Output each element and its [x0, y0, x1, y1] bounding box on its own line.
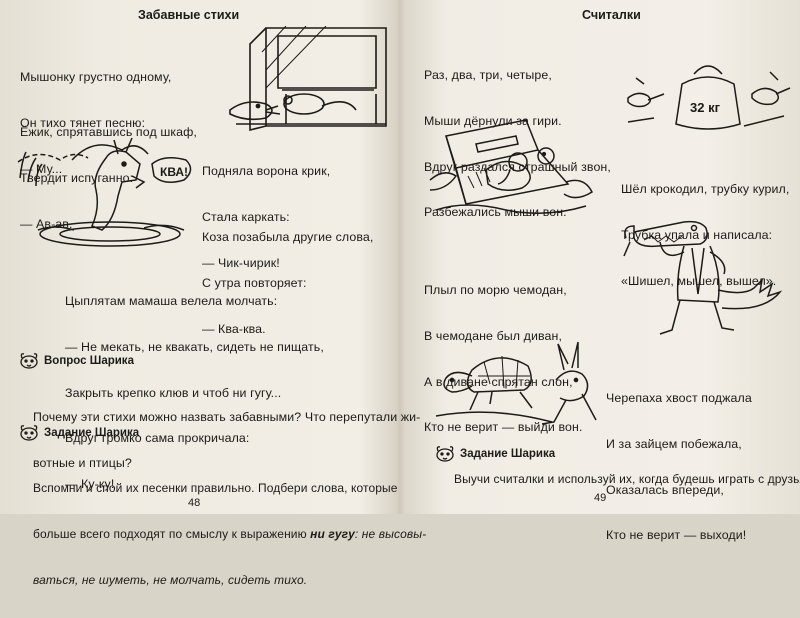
poem-mouse: Мышонку грустно одному, Он тихо тянет пе…: [20, 40, 171, 207]
page-heading: Считалки: [582, 8, 641, 22]
poem-line: Твердит испуганно:: [20, 171, 134, 186]
poem-line: Плыл по морю чемодан,: [424, 283, 567, 298]
poem-line: Кто не верит — выйди вон.: [424, 420, 583, 435]
poem-line: Коза позабыла другие слова,: [202, 230, 374, 245]
poem-line: Вдруг раздался страшный звон,: [424, 159, 611, 174]
task-line: больше всего подходят по смыслу к выраже…: [33, 527, 426, 542]
poem-line: С утра повторяет:: [202, 276, 307, 291]
poem-line: Вдруг громко сама прокричала:: [65, 431, 250, 446]
poem-chicks: Цыплятам мамаша велела молчать: — Не мек…: [65, 264, 324, 522]
page-number: 49: [594, 492, 607, 504]
poem-line: — Ква-ква.: [202, 321, 266, 336]
question-line: вотные и птицы?: [33, 456, 132, 471]
poem-line: Черепаха хвост поджала: [606, 391, 752, 406]
book-spread: Забавные стихи Мышонку грустно одному, О…: [0, 0, 800, 587]
poem-line: — Не мекать, не квакать, сидеть не пищат…: [65, 340, 324, 355]
page-number: 48: [188, 497, 201, 509]
right-page: Считалки Раз, два, три, четыре, Мыши дёр…: [402, 0, 800, 542]
poem-crocodile: Шёл крокодил, трубку курил, Трубка упала…: [621, 152, 789, 319]
poem-turtle: Черепаха хвост поджала И за зайцем побеж…: [606, 361, 752, 574]
goat-in-pond-illustration: КВА!: [17, 137, 192, 247]
task-title: Задание Шарика: [460, 448, 556, 460]
poem-goat: Коза позабыла другие слова, С утра повто…: [202, 200, 373, 367]
poem-line: — Чик-чирик!: [202, 255, 280, 270]
poem-line: Оказалась впереди,: [606, 482, 724, 497]
poem-crow: Подняла ворона крик, Стала каркать: — Чи…: [202, 134, 330, 301]
left-page: Забавные стихи Мышонку грустно одному, О…: [0, 0, 426, 587]
poem-line: Шёл крокодил, трубку курил,: [621, 182, 790, 197]
weight-label: 32 кг: [690, 100, 721, 115]
page-heading: Забавные стихи: [138, 8, 240, 22]
highlighted-phrase: ни гугу: [310, 527, 355, 542]
task-title: Задание Шарика: [44, 427, 140, 439]
poem-line: «Шишел, мышел, вышел».: [621, 273, 777, 288]
poem-line: Цыплятам мамаша велела молчать:: [65, 294, 278, 309]
dog-head-icon: [20, 353, 38, 369]
speech-bubble-text: КВА!: [160, 165, 188, 179]
poem-line: Кто не верит — выходи!: [606, 528, 747, 543]
poem-line: В чемодане был диван,: [424, 329, 563, 344]
poem-line: Трубка упала и написала:: [621, 228, 773, 243]
task-text-part: больше всего подходят по смыслу к выраже…: [33, 527, 311, 542]
task-text-part: : не высовы-: [354, 527, 427, 542]
poem-line: И за зайцем побежала,: [606, 437, 742, 452]
poem-line: Он тихо тянет песню:: [20, 116, 146, 131]
dog-head-icon: [436, 446, 454, 462]
question-line: Почему эти стихи можно назвать забавными…: [33, 410, 421, 425]
poem-line: Закрыть крепко клюв и чтоб ни гугу...: [65, 385, 282, 400]
poem-line: Раз, два, три, четыре,: [424, 68, 552, 83]
task-text: Выучи считалки и используй их, когда буд…: [454, 472, 800, 486]
dog-head-icon: [20, 425, 38, 441]
task-line: ваться, не шуметь, не молчать, сидеть ти…: [33, 572, 308, 587]
poem-line: — Ку-ку!: [65, 476, 115, 491]
turtle-and-hare-illustration: [435, 341, 597, 425]
question-title: Вопрос Шарика: [44, 355, 134, 367]
poem-line: Стала каркать:: [202, 210, 290, 225]
poem-hedgehog: Ёжик, спрятавшись под шкаф, Твердит испу…: [20, 95, 197, 262]
task-text: Вспомни и спой их песенки правильно. Под…: [33, 451, 426, 618]
mouse-under-cabinet-illustration: [229, 26, 387, 132]
poem-line: Мышонку грустно одному,: [20, 70, 172, 85]
poem-line: Подняла ворона крик,: [202, 164, 331, 179]
weight-with-mice-illustration: 32 кг: [627, 65, 791, 130]
suitcase-illustration: [429, 119, 593, 214]
crocodile-with-pipe-illustration: [623, 220, 783, 335]
question-text: Почему эти стихи можно назвать забавными…: [33, 380, 420, 502]
task-line: Вспомни и спой их песенки правильно. Под…: [33, 481, 398, 496]
poem-line: Ёжик, спрятавшись под шкаф,: [20, 125, 197, 140]
